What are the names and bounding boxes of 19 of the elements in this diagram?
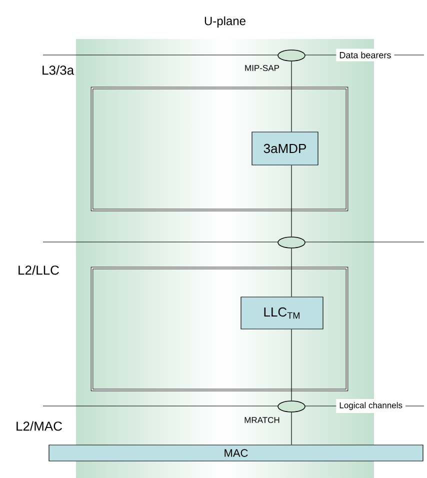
connector-line bbox=[291, 412, 292, 445]
title: U-plane bbox=[204, 16, 246, 28]
layer-label: L2/MAC bbox=[16, 421, 62, 431]
sap-ellipse bbox=[278, 50, 306, 62]
connector-line bbox=[291, 329, 292, 401]
channel-label: Data bearers bbox=[336, 48, 394, 62]
sap-label: MRATCH bbox=[244, 417, 280, 423]
entity-box: 3aMDP bbox=[252, 132, 318, 166]
entity-box: LLC$_{TM}$ bbox=[240, 296, 324, 330]
sap-label: MIP-SAP bbox=[245, 65, 280, 71]
connector-line bbox=[291, 61, 292, 132]
sap-ellipse bbox=[278, 236, 306, 248]
channel-label: Logical channels bbox=[336, 399, 406, 413]
connector-line bbox=[291, 165, 292, 237]
layer-label: L2/LLC bbox=[18, 265, 59, 275]
connector-line bbox=[291, 248, 292, 297]
mac-bar: MAC bbox=[48, 444, 424, 462]
sap-ellipse bbox=[278, 400, 306, 412]
layer-label: L3/3a bbox=[42, 65, 74, 75]
